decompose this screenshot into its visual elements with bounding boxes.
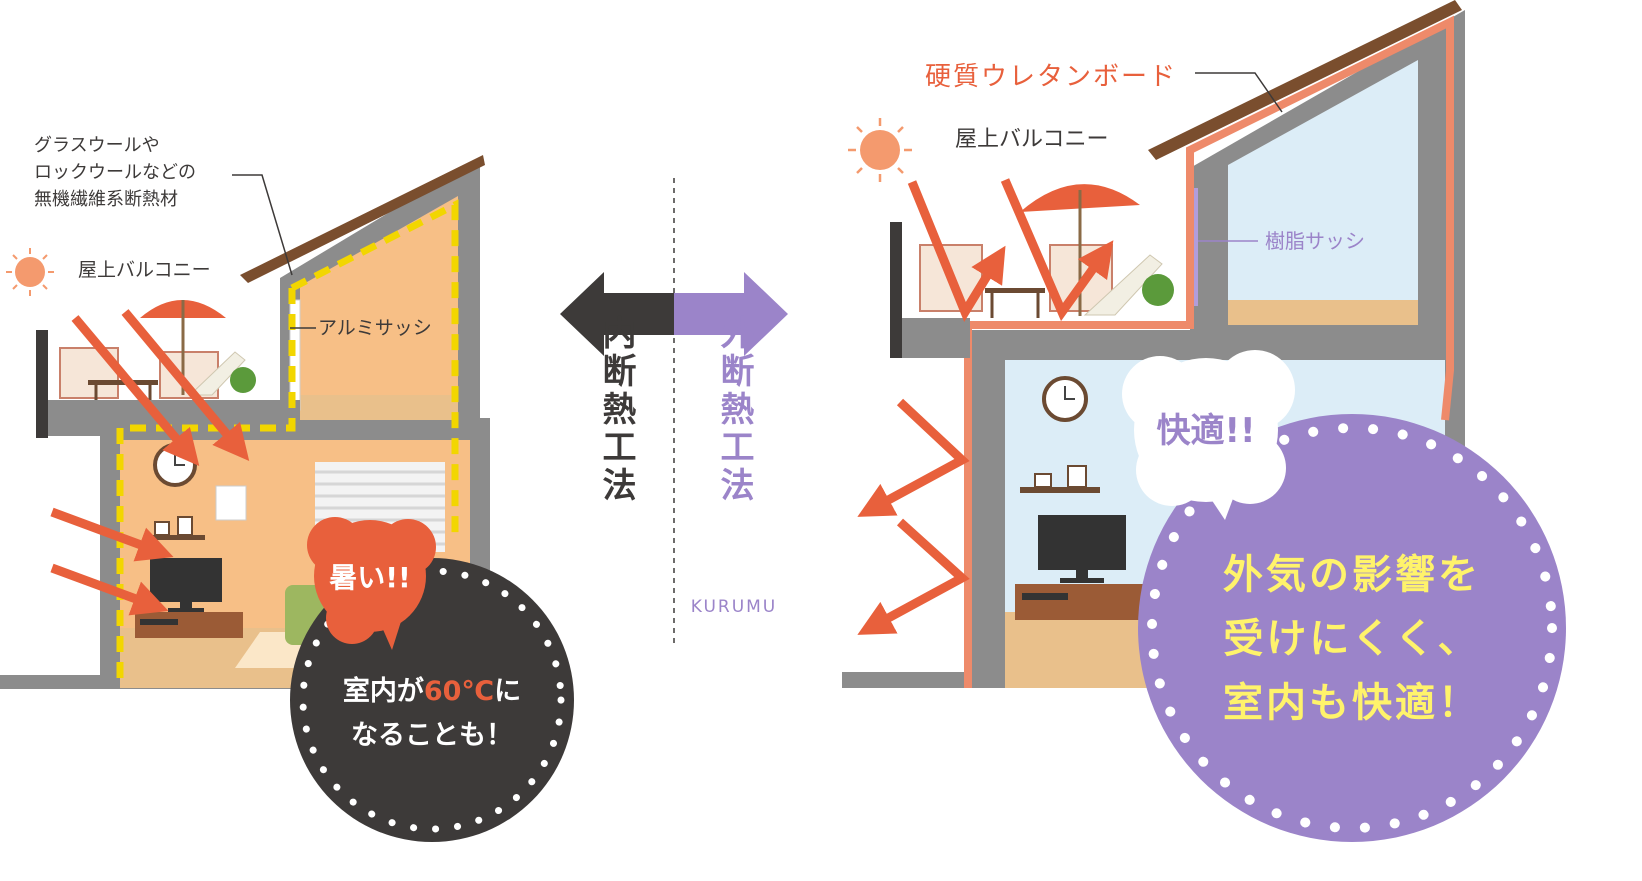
right-balcony-label: 屋上バルコニー <box>955 127 1109 152</box>
right-board-label: 硬質ウレタンボード <box>925 62 1177 92</box>
right-shelf <box>1020 487 1100 493</box>
outer-arrow-right <box>674 272 788 356</box>
left-insulation-dash-b <box>290 199 459 540</box>
left-upper-floor <box>300 395 458 420</box>
left-sash-label: アルミサッシ <box>318 317 432 339</box>
inner-arrow-left <box>560 272 674 356</box>
left-house: グラスウールや ロックウールなどの 無機繊維系断熱材 屋上バルコニー アルミサッ… <box>0 135 574 842</box>
left-hot-label: 暑い!! <box>329 561 411 594</box>
right-roof <box>1148 0 1462 160</box>
right-board-leader <box>1195 72 1283 113</box>
right-balcony-parapet <box>890 222 902 358</box>
left-deck-chair <box>188 351 246 396</box>
left-plant-icon <box>230 367 256 393</box>
left-roof <box>240 155 485 283</box>
right-deck-chair <box>1083 254 1163 316</box>
left-insulation-label-2: ロックウールなどの <box>34 162 196 183</box>
left-table <box>88 380 158 385</box>
left-hot-speech-bubble: 暑い!! <box>307 517 436 650</box>
right-sun-icon <box>848 118 912 182</box>
right-table <box>985 288 1045 293</box>
left-balcony-label: 屋上バルコニー <box>78 259 211 281</box>
right-house: 硬質ウレタンボード 屋上バルコニー 樹脂サッシ 外気の影響を 受けにくく、 室内… <box>842 0 1566 842</box>
center-comparison: 内断熱工法 外断熱工法 KURUMU <box>560 178 788 645</box>
right-heat-arrows <box>857 178 1114 635</box>
brand-logo: KURUMU <box>691 597 778 617</box>
right-upper-interior <box>1228 60 1418 325</box>
right-result-line1: 外気の影響を <box>1223 552 1481 598</box>
left-heat-arrows <box>50 309 250 616</box>
outer-method-label: 外断熱工法 <box>714 315 754 505</box>
right-result-line2: 受けにくく、 <box>1223 616 1480 662</box>
left-tv-icon <box>150 558 222 602</box>
right-balcony-slab <box>890 318 970 358</box>
left-insulation-leader <box>232 174 293 276</box>
left-calendar-icon <box>215 485 247 521</box>
left-insulation-label-1: グラスウールや <box>34 135 160 156</box>
left-balcony-parapet <box>36 330 48 438</box>
right-sash-label: 樹脂サッシ <box>1265 229 1365 253</box>
right-comfort-label: 快適!! <box>1156 411 1255 451</box>
left-sun-icon <box>6 248 54 296</box>
left-result-line2: なることも！ <box>351 720 513 751</box>
right-tv-icon <box>1038 515 1126 570</box>
right-result-bubble: 外気の影響を 受けにくく、 室内も快適！ <box>1138 414 1566 842</box>
right-result-line3: 室内も快適！ <box>1223 680 1481 726</box>
left-upper-interior <box>300 196 458 420</box>
right-plant-icon <box>1142 274 1174 306</box>
inner-method-label: 内断熱工法 <box>596 315 636 505</box>
left-shelf <box>145 535 205 540</box>
left-result-line1: 室内が60℃に <box>343 675 521 707</box>
right-upper-floor <box>1228 300 1418 325</box>
right-comfort-speech-bubble: 快適!! <box>1122 350 1295 520</box>
right-tv-stand <box>1015 584 1143 620</box>
left-insulation-label-3: 無機繊維系断熱材 <box>34 189 178 210</box>
